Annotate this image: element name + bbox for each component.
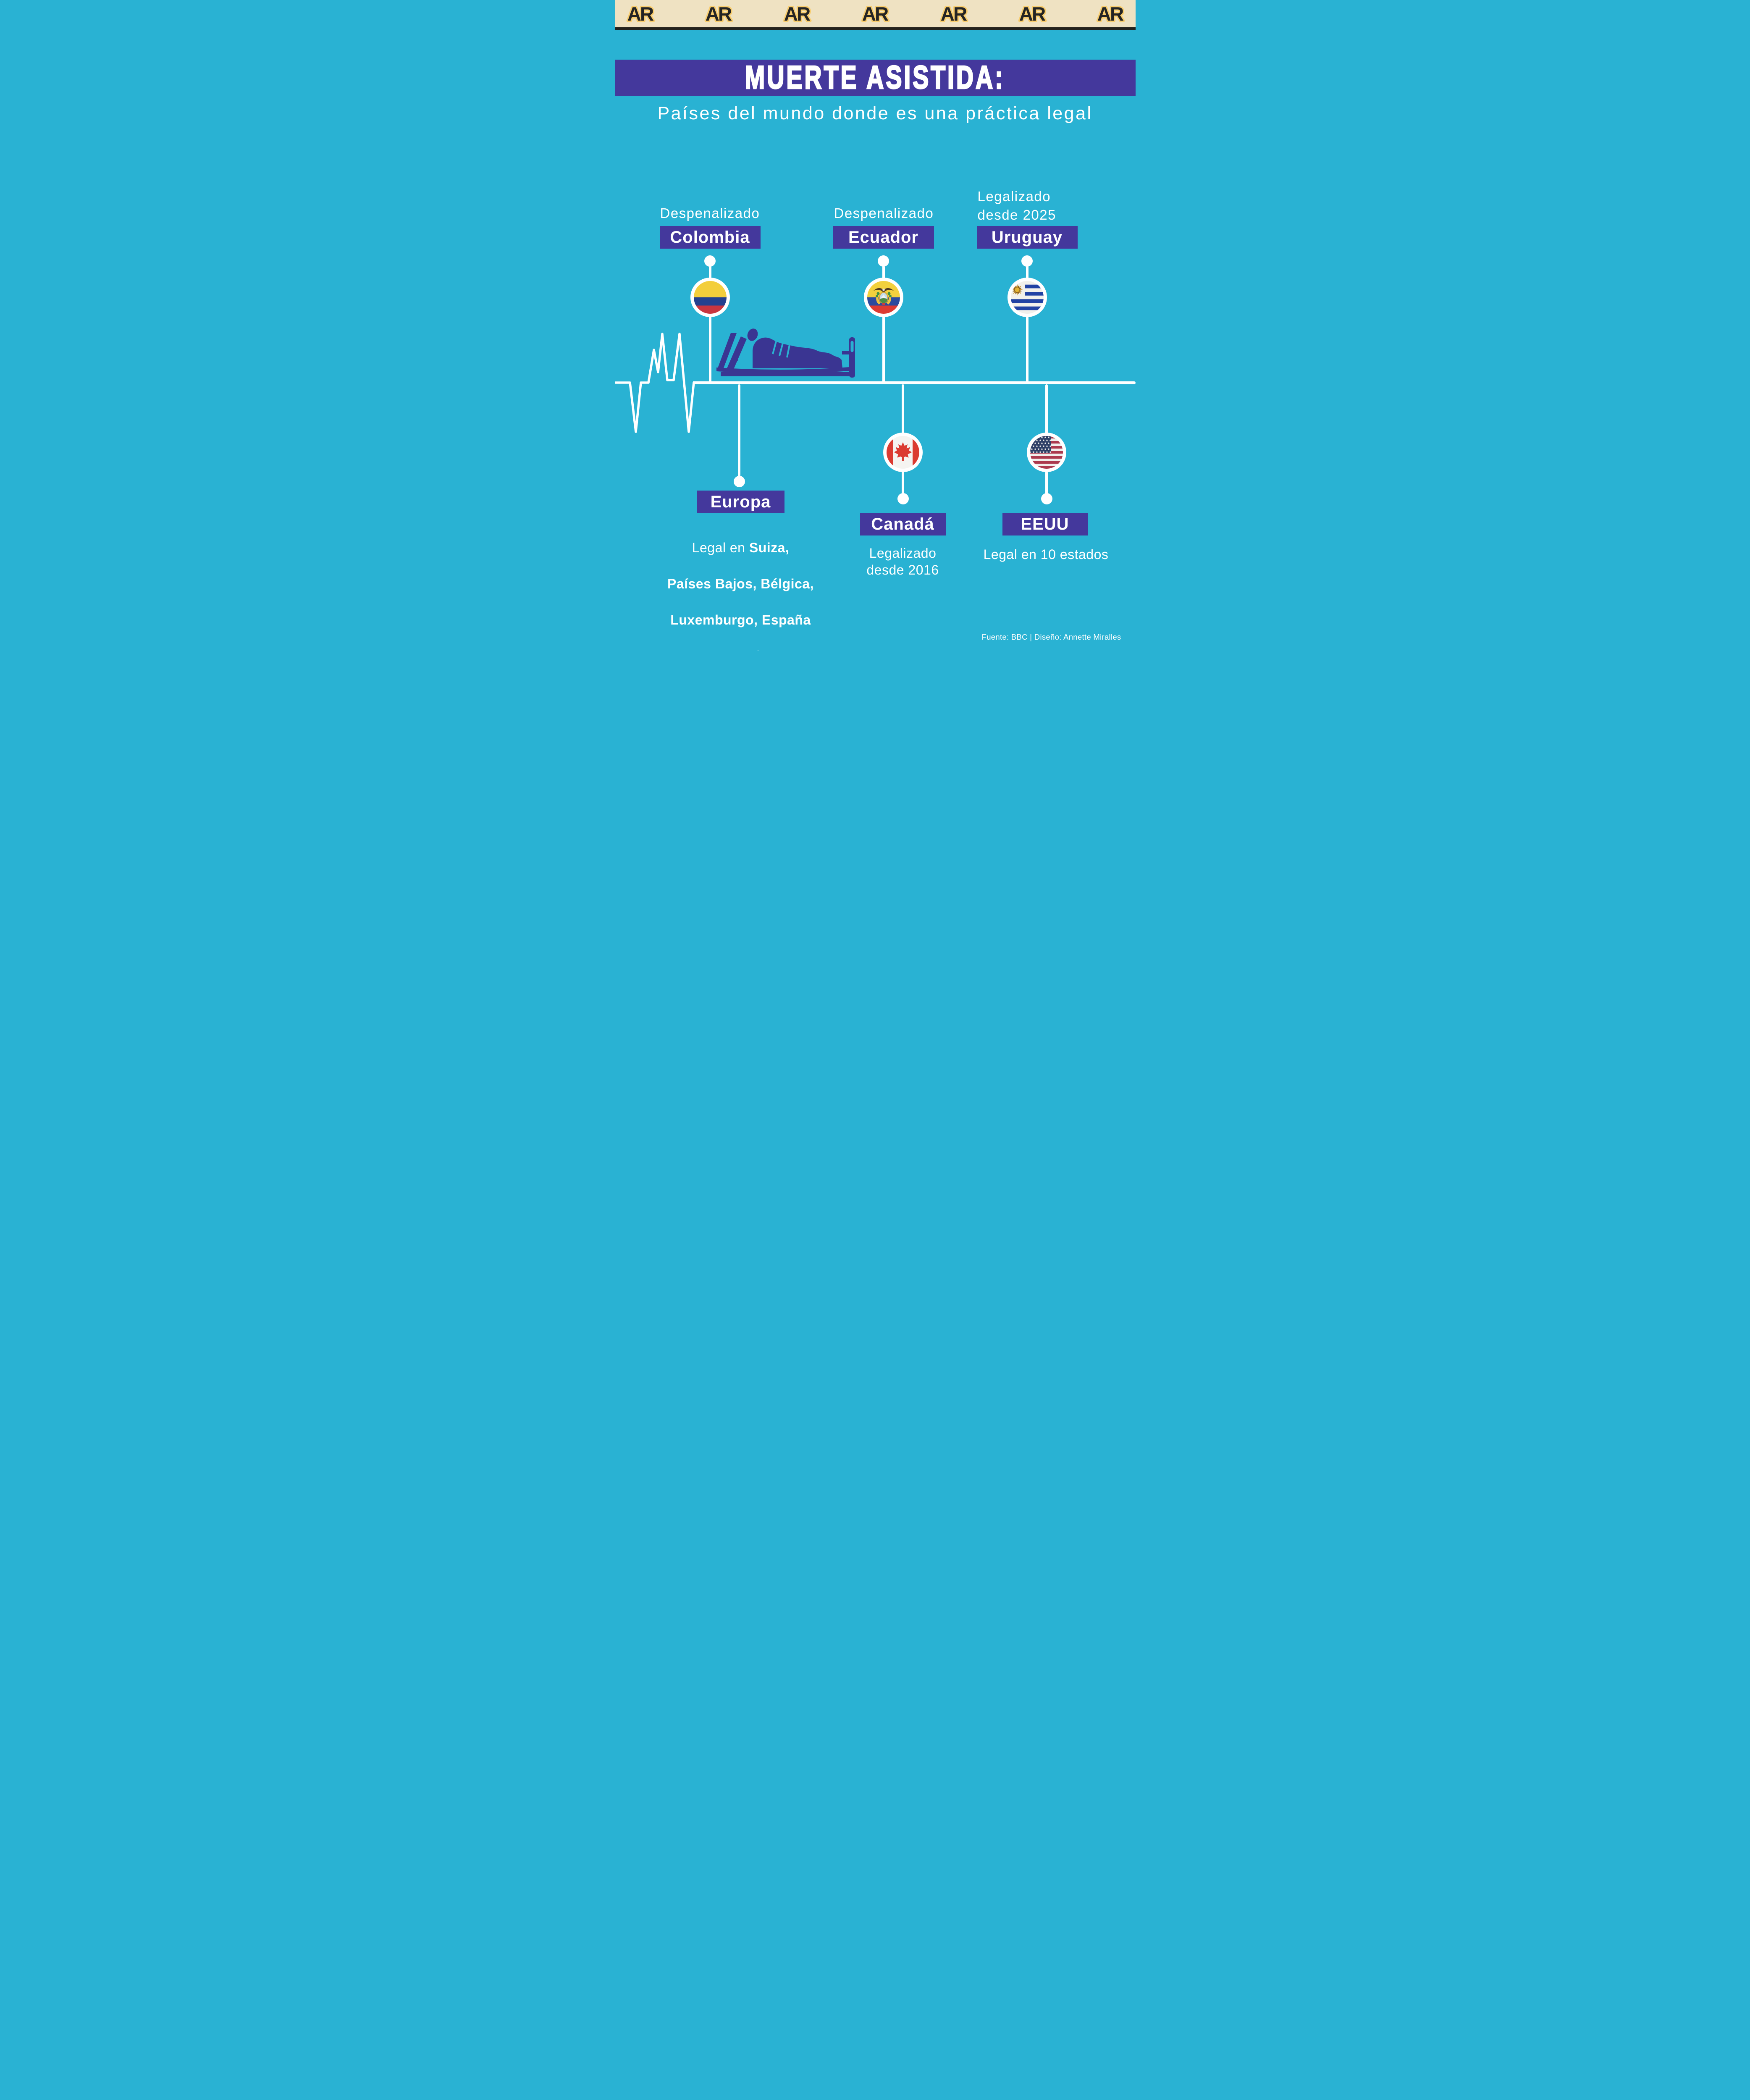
europa-desc-suiza: Suiza, [749,540,790,555]
ar-logo-text: AR [784,3,811,25]
ar-logo-text: AR [1097,3,1124,25]
timeline-dot [733,476,745,487]
usa-flag-icon [1030,436,1063,469]
flag-medallion-eeuu [1026,433,1066,472]
banner-divider [614,27,1136,30]
colombia-flag-icon [693,281,727,314]
hospital-bed-icon [716,328,855,378]
connector-line [1026,316,1028,383]
country-box-uruguay: Uruguay [976,226,1078,249]
connector-line [1026,266,1028,279]
uruguay-flag-icon [1010,281,1044,314]
ar-logo-text: AR [862,3,889,25]
ar-logo: AR [861,3,892,25]
status-label-colombia: Despenalizado [660,205,760,221]
connector-line [882,316,885,383]
country-box-canada: Canadá [860,513,946,536]
status-label-ecuador: Despenalizado [834,205,934,221]
canada-flag-icon [886,436,919,469]
country-box-eeuu: EEUU [1002,513,1088,536]
connector-line [901,471,904,495]
eeuu-description: Legal en 10 estados [983,547,1109,562]
ekg-heartbeat-icon [614,333,701,433]
country-label-eeuu: EEUU [1021,514,1069,533]
footer-credit: Fuente: BBC | Diseño: Annette Miralles [981,633,1121,641]
ar-logo-text: AR [1019,3,1046,25]
europa-desc-prefix: Legal en [692,540,749,555]
flag-medallion-uruguay [1007,278,1047,317]
timeline-dot [704,255,716,267]
europa-desc-line3: Luxemburgo, España [670,612,811,627]
country-box-europa: Europa [697,491,784,513]
flag-medallion-canada [883,433,923,472]
ar-logo-text: AR [941,3,967,25]
flag-medallion-ecuador [863,278,903,317]
country-label-canada: Canadá [871,514,934,533]
country-label-colombia: Colombia [670,228,750,247]
country-label-europa: Europa [710,492,771,511]
europa-desc-line4: y Austria. [653,647,829,651]
ar-logo-text: AR [706,3,732,25]
canada-description: Legalizado desde 2016 [866,546,939,578]
ar-logo: AR [626,3,656,25]
page-subtitle: Países del mundo donde es una práctica l… [657,103,1093,123]
connector-line [708,266,711,279]
ar-logo: AR [1018,3,1048,25]
ar-logo: AR [782,3,813,25]
country-label-uruguay: Uruguay [991,228,1063,247]
infographic-canvas: AR AR AR AR AR AR AR MUERTE ASISTIDA: Pa… [614,0,1136,651]
connector-line [708,316,711,383]
timeline-dot [1021,255,1033,267]
ar-logo-banner: AR AR AR AR AR AR AR [614,0,1136,27]
country-box-colombia: Colombia [659,226,761,249]
ar-logo: AR [704,3,735,25]
ar-logo-text: AR [627,3,653,25]
country-label-ecuador: Ecuador [848,228,919,247]
country-box-ecuador: Ecuador [833,226,934,249]
timeline-dot [897,493,909,504]
europa-desc-line2: Países Bajos, Bélgica, [667,576,814,591]
page-title: MUERTE ASISTIDA: [745,59,1005,97]
ar-logo: AR [1096,3,1127,25]
connector-line [1045,384,1048,434]
connector-line [901,384,904,434]
timeline-dot [1041,493,1052,504]
timeline-dot [877,255,889,267]
timeline-line [693,381,1136,384]
status-label-uruguay: Legalizado desde 2025 [977,189,1056,223]
title-band: MUERTE ASISTIDA: [614,59,1136,97]
ecuador-flag-icon [867,281,900,314]
europa-description: Legal en Suiza, Países Bajos, Bélgica, L… [653,521,829,651]
flag-medallion-colombia [690,278,730,317]
connector-line [1045,471,1048,495]
connector-line [882,266,885,279]
connector-line [737,384,740,477]
ar-logo: AR [939,3,970,25]
